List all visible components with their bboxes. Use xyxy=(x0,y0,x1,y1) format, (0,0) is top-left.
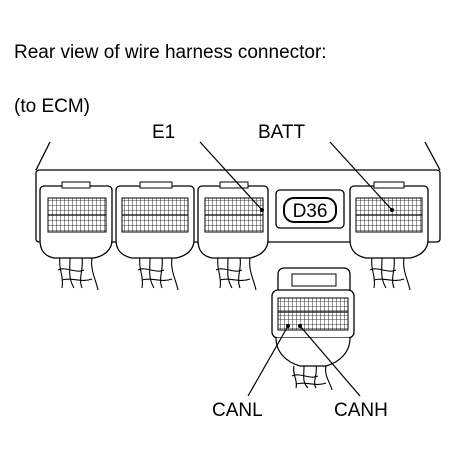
pin-markers xyxy=(260,208,394,328)
caption: Rear view of wire harness connector: (to… xyxy=(14,12,454,147)
e1-leader-line xyxy=(199,141,263,211)
e1-pin-marker xyxy=(260,208,264,212)
caption-line-1: Rear view of wire harness connector: xyxy=(14,42,327,63)
connector-id-badge xyxy=(275,189,345,229)
batt-pin-marker xyxy=(390,208,394,212)
wire-bundles xyxy=(57,257,411,291)
canh-leader-line xyxy=(299,325,361,397)
canh-pin-marker xyxy=(298,324,302,328)
connector-id-label: D36 xyxy=(293,201,328,222)
canl-label: CANL xyxy=(212,400,263,421)
connector-4-batt xyxy=(349,181,429,259)
e1-label: E1 xyxy=(152,122,175,143)
connector-3-e1 xyxy=(197,181,269,259)
canl-pin-marker xyxy=(286,324,290,328)
connector-2 xyxy=(115,181,195,259)
can-wire-bundle xyxy=(291,365,333,391)
batt-leader-line xyxy=(329,141,393,211)
connector-1 xyxy=(39,181,113,259)
can-connector xyxy=(271,267,355,367)
caption-line-2: (to ECM) xyxy=(14,96,90,117)
batt-label: BATT xyxy=(258,122,306,143)
leader-lines xyxy=(199,141,393,397)
canh-label: CANH xyxy=(334,400,388,421)
canl-leader-line xyxy=(247,325,289,397)
